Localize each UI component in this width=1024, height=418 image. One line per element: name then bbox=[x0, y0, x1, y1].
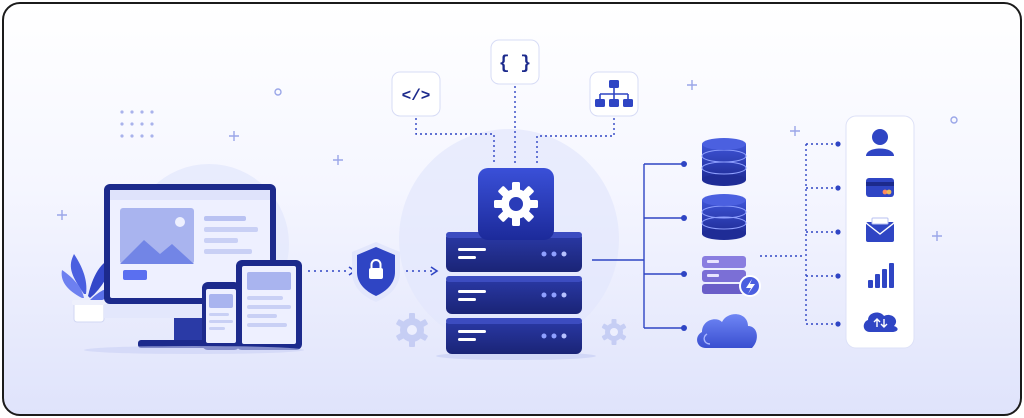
storage-server-lightning-icon bbox=[702, 256, 761, 297]
security-shield-lock-icon bbox=[352, 242, 400, 302]
connector-top-icons-to-gear bbox=[415, 86, 615, 164]
server-rack-icon bbox=[446, 232, 582, 354]
curly-braces-icon: { } bbox=[490, 39, 540, 85]
bar-chart-icon bbox=[868, 263, 894, 288]
decor-gear-left bbox=[396, 313, 428, 347]
connector-dots bbox=[681, 161, 687, 331]
decor-sparkles bbox=[57, 80, 958, 241]
floor-shadow-left bbox=[84, 346, 304, 354]
database-icon-1 bbox=[701, 138, 747, 186]
connector-stores-to-panel bbox=[760, 143, 836, 325]
connector-shield-to-server bbox=[406, 266, 439, 276]
user-icon bbox=[866, 129, 894, 156]
api-architecture-illustration: </> { } bbox=[57, 39, 958, 360]
database-icon-2 bbox=[701, 194, 747, 240]
sitemap-icon bbox=[589, 71, 639, 117]
cloud-sync-icon bbox=[863, 312, 898, 332]
envelope-icon bbox=[865, 217, 895, 242]
svg-text:</>: </> bbox=[402, 87, 431, 105]
settings-gear-icon bbox=[478, 168, 554, 240]
code-tag-icon: </> bbox=[391, 71, 441, 117]
credit-card-icon bbox=[866, 178, 894, 197]
decor-gear-right bbox=[601, 319, 627, 345]
cloud-icon bbox=[697, 314, 757, 348]
connector-server-to-stores bbox=[592, 163, 682, 329]
panel-connector-dots bbox=[835, 141, 841, 327]
tablet-icon bbox=[236, 260, 302, 350]
smartphone-icon bbox=[202, 282, 240, 350]
decor-dot-grid bbox=[120, 110, 154, 138]
connector-devices-to-shield bbox=[308, 266, 357, 276]
svg-text:{ }: { } bbox=[499, 54, 531, 74]
